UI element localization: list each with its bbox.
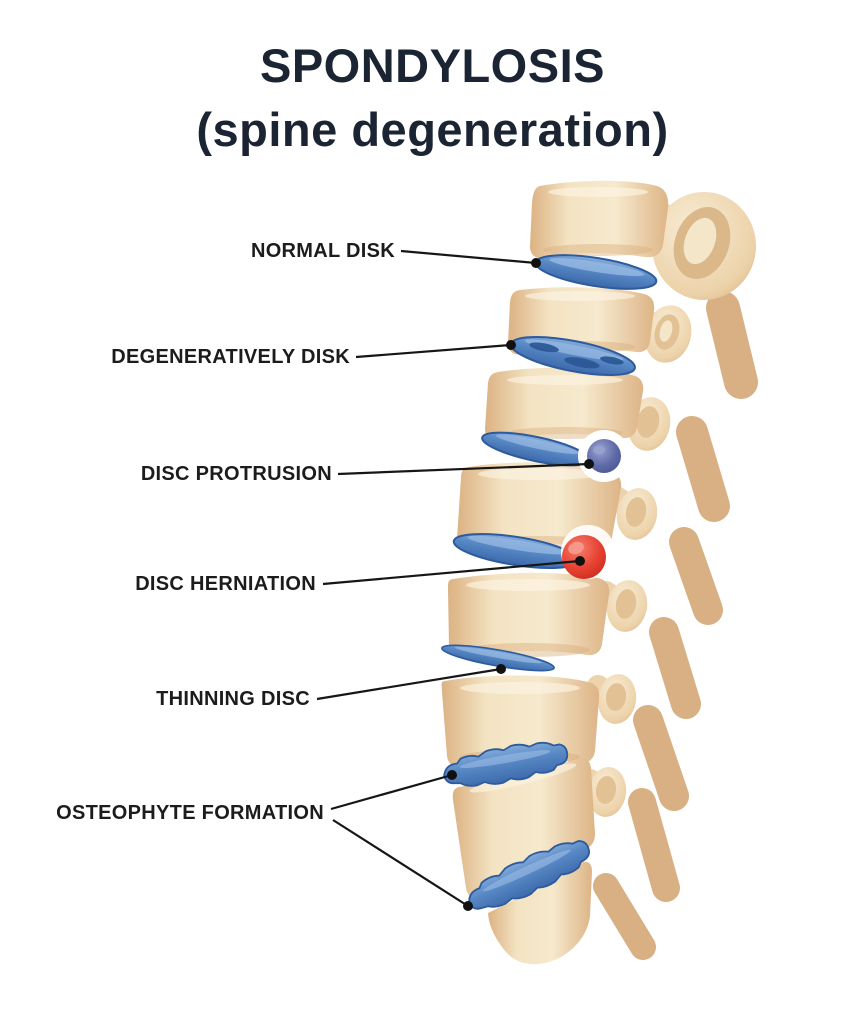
herniation-disc <box>452 525 615 579</box>
label-thinning-disc: THINNING DISC <box>156 688 310 710</box>
vertebra-8 <box>488 861 592 965</box>
vertebra-3 <box>485 367 644 441</box>
herniation-bulge <box>562 535 606 579</box>
subtitle-line: (spine degeneration) <box>196 103 669 156</box>
label-disc-protrusion: DISC PROTRUSION <box>140 463 332 485</box>
label-normal-disk: NORMAL DISK <box>250 240 395 262</box>
disc-cracks <box>529 342 624 369</box>
osteophyte-disc-lower <box>468 840 590 910</box>
protrusion-disc <box>481 430 630 482</box>
title-line: SPONDYLOSIS <box>259 39 605 92</box>
vertebra-7 <box>452 758 595 898</box>
label-degeneratively-disk: DEGENERATIVELY DISK <box>111 346 350 368</box>
leader-lines <box>316 249 594 911</box>
degenerative-disc <box>510 335 636 377</box>
label-osteophyte-formation: OSTEOPHYTE FORMATION <box>56 802 324 824</box>
spinous-processes <box>593 291 758 960</box>
page-title: SPONDYLOSIS (spine degeneration) <box>0 34 865 162</box>
normal-disc <box>534 254 658 290</box>
vertebra-5 <box>448 572 610 658</box>
label-disc-herniation: DISC HERNIATION <box>135 573 316 595</box>
osteophyte-disc-upper <box>443 741 569 787</box>
thinning-disc-shape <box>441 644 555 672</box>
vertebra-1 <box>530 180 669 259</box>
